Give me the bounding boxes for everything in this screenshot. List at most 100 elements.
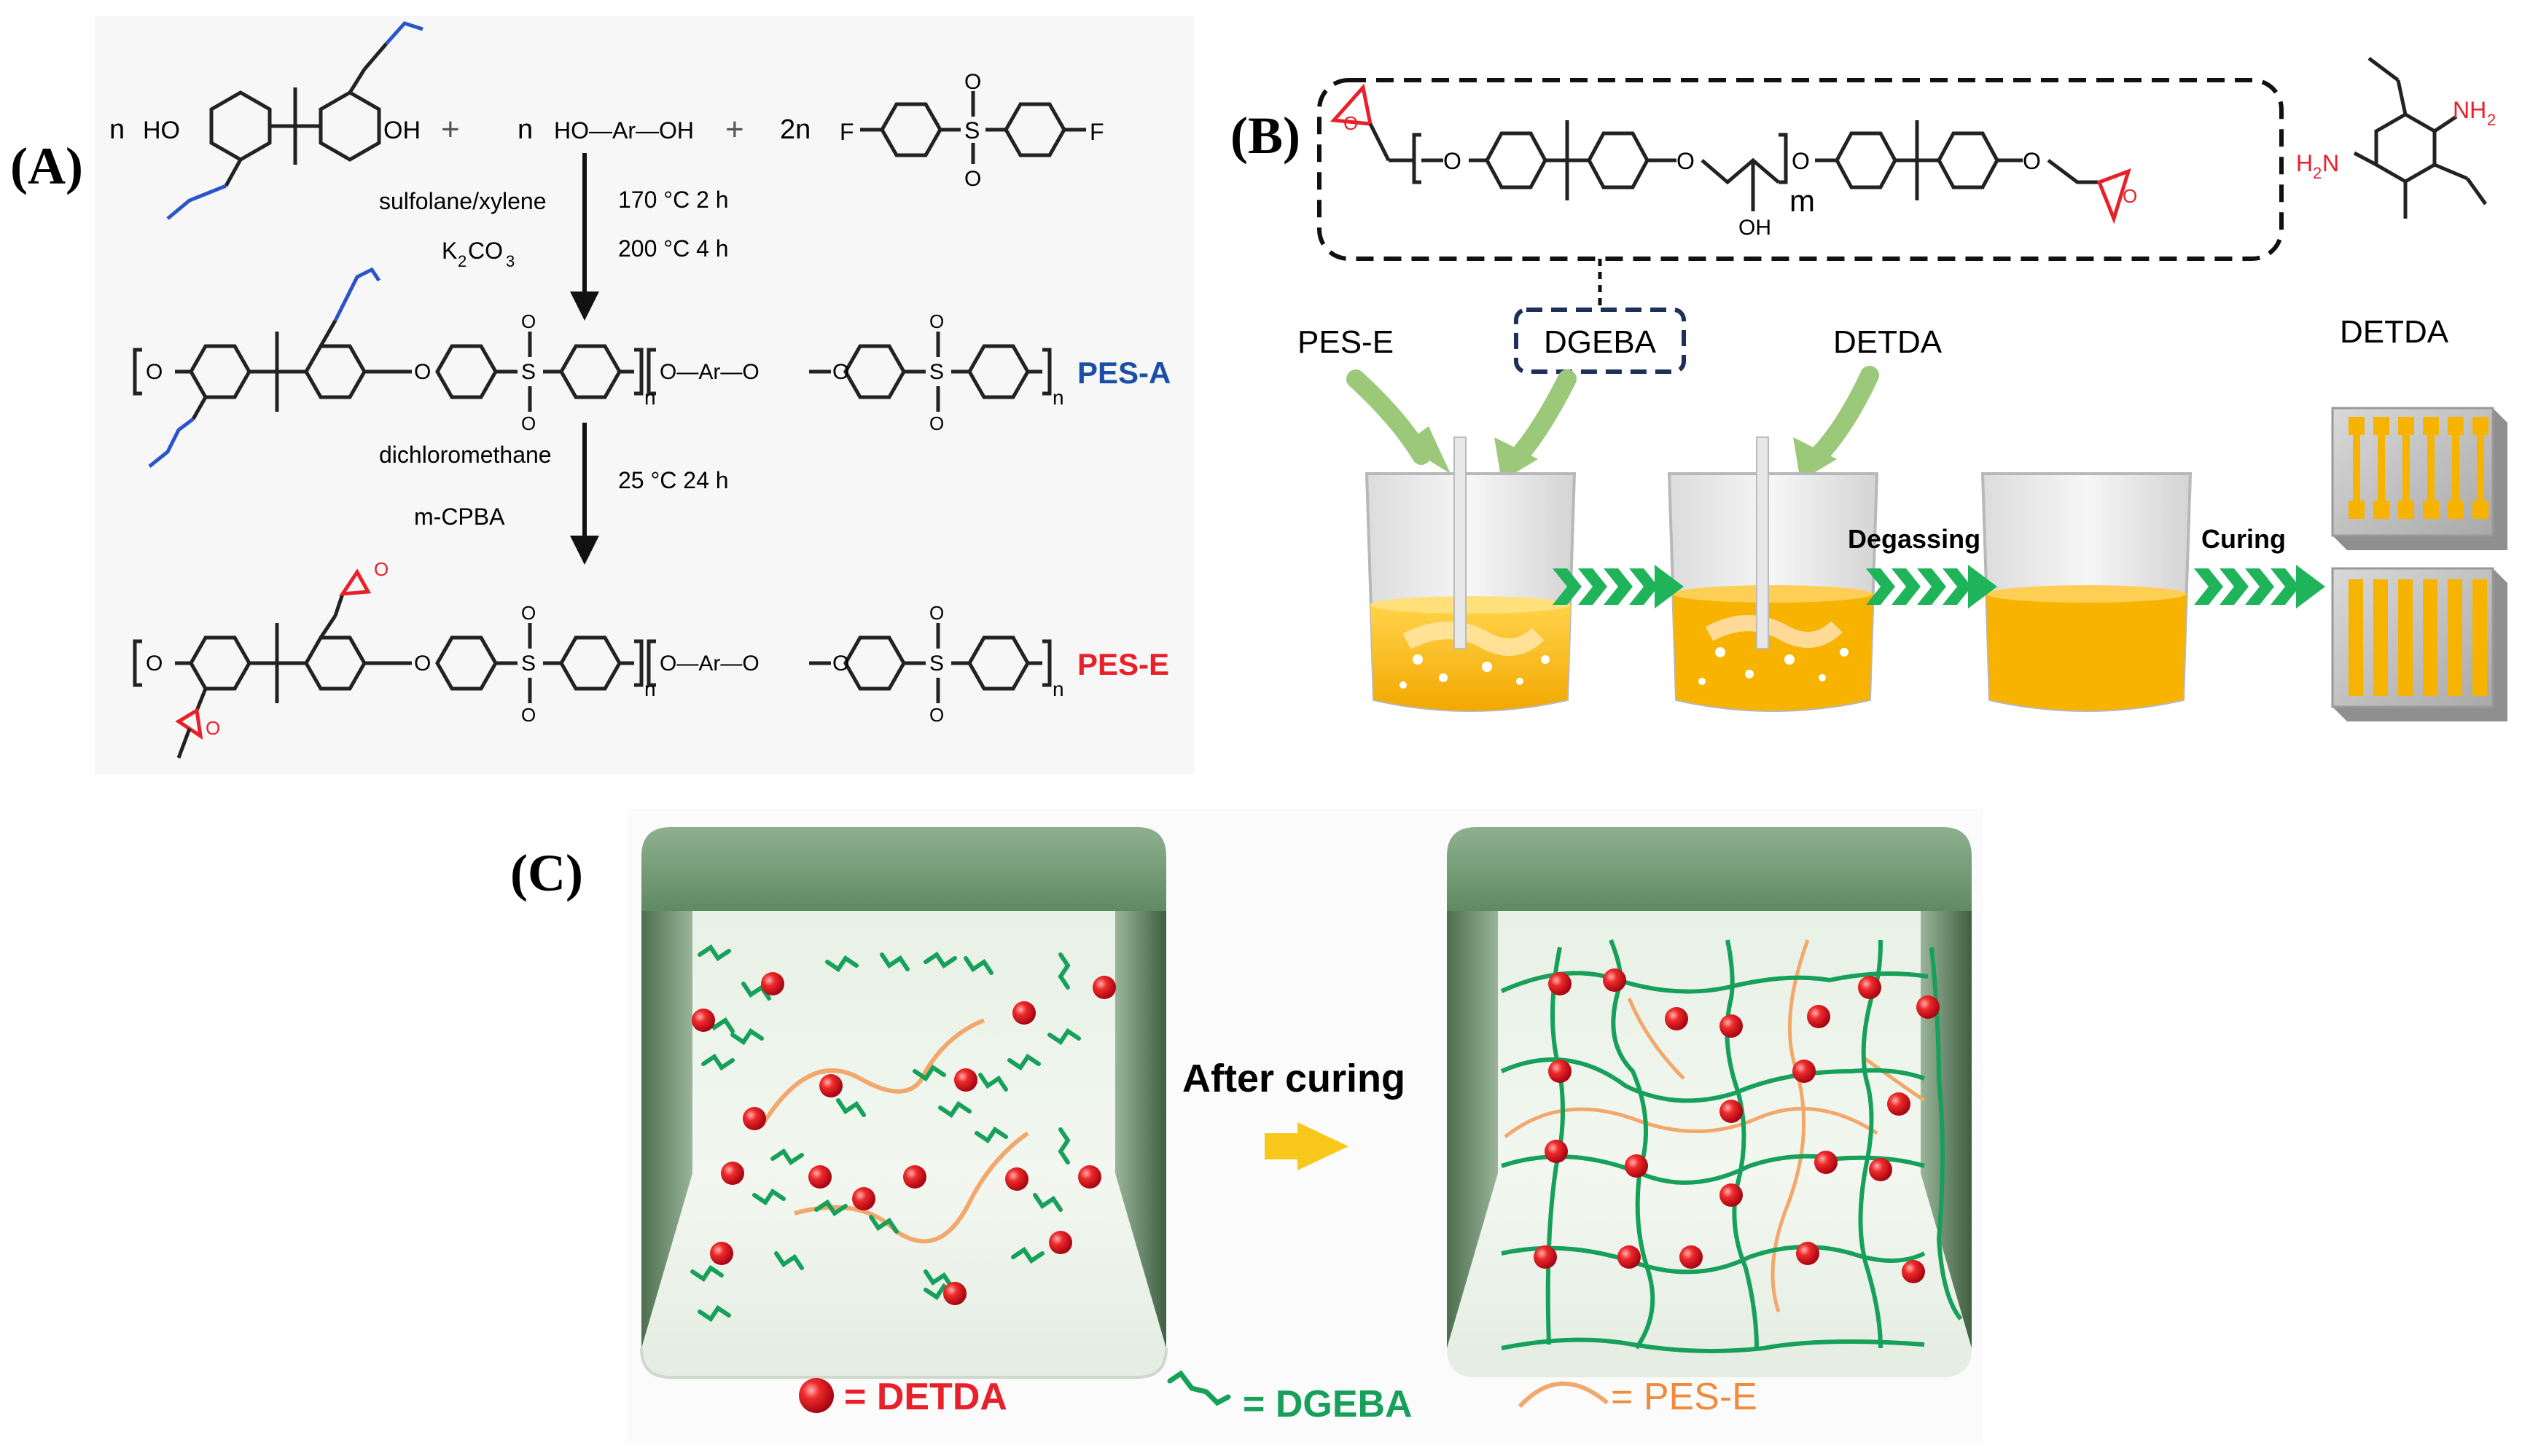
step2-solvent: dichloromethane — [379, 442, 552, 468]
dgeba-structure-box — [1317, 78, 2284, 261]
detda-pointer-arrow — [1805, 366, 1879, 469]
bisphenol-monomer — [166, 21, 423, 220]
pes-a-label: PES-A — [1077, 356, 1171, 390]
legend-item-dgeba: = DGEBA — [1167, 1370, 1413, 1425]
panel-a-label: (A) — [10, 137, 83, 195]
step1-base: K 2 CO 3 — [442, 238, 515, 270]
svg-text:S: S — [521, 360, 536, 384]
plus-sign-2: + — [725, 111, 744, 147]
svg-text:O: O — [146, 360, 163, 384]
step2-condition: 25 °C 24 h — [618, 467, 729, 493]
pes-e-atoms: O O S O O n O—Ar—O S O O n O O O — [146, 558, 1064, 739]
pes-e-pointer-head — [1403, 426, 1451, 474]
svg-text:K: K — [442, 238, 457, 264]
detda-structure — [2353, 57, 2488, 219]
svg-text:O: O — [414, 360, 431, 384]
step1-solvent: sulfolane/xylene — [379, 188, 546, 214]
panel-b-label: (B) — [1230, 106, 1300, 165]
legend-green-zigzag-icon — [1167, 1370, 1231, 1406]
pes-e-structure — [133, 568, 1052, 759]
pes-e-chains-before — [760, 1018, 1029, 1244]
svg-text:O: O — [1792, 148, 1810, 174]
degassing-label: Degassing — [1848, 524, 1980, 554]
svg-text:O: O — [414, 651, 431, 676]
svg-text:= DGEBA: = DGEBA — [1243, 1383, 1413, 1425]
hydroxyl-right: OH — [383, 117, 421, 144]
detda-crosslinks-after — [1534, 968, 1940, 1283]
svg-text:O—Ar—O: O—Ar—O — [660, 360, 760, 384]
dgeba-atoms: O O O O OH m O O — [1343, 112, 2137, 240]
detda-pointer-head — [1793, 437, 1837, 481]
sulfonyl-oxygen-bottom: O — [964, 167, 981, 191]
reactant-n-coefficient: n — [109, 114, 125, 145]
svg-text:S: S — [929, 651, 944, 676]
reactant-n-coefficient-2: n — [518, 114, 533, 145]
reactant-2n-coefficient: 2n — [780, 114, 811, 145]
svg-text:O: O — [374, 558, 389, 580]
dgeba-label-box — [1514, 308, 1686, 374]
panel-c: (C) — [510, 809, 1983, 1443]
svg-text:N: N — [2322, 150, 2339, 176]
mold-dogbone — [2331, 407, 2507, 550]
svg-text:n: n — [644, 386, 656, 409]
chevron-arrow-1 — [1553, 565, 1684, 608]
svg-text:S: S — [929, 360, 944, 384]
svg-text:O: O — [929, 602, 944, 624]
pes-e-addition-label: PES-E — [1297, 324, 1394, 360]
panel-a: (A) n HO OH + n HO—Ar—OH + 2n — [10, 16, 1194, 774]
pes-a-atoms: O O S O O n O—Ar—O S O O n O — [146, 310, 1064, 434]
svg-text:O: O — [521, 704, 536, 726]
svg-text:O: O — [1443, 148, 1461, 174]
svg-text:OH: OH — [1738, 216, 1771, 240]
chevron-arrow-2 — [1866, 565, 1997, 608]
box-before-curing — [640, 827, 1168, 1379]
sulfonyl-oxygen-top: O — [964, 70, 981, 94]
svg-text:CO: CO — [468, 238, 503, 264]
after-curing-arrow — [1265, 1122, 1348, 1170]
svg-text:O: O — [521, 310, 536, 332]
beaker-2 — [1667, 437, 1879, 712]
pes-a-structure — [133, 267, 1052, 468]
reaction-arrow-2-head — [570, 536, 599, 565]
dgeba-label: DGEBA — [1544, 324, 1657, 360]
chevron-arrow-3 — [2194, 565, 2325, 608]
hydroxyl-left: HO — [143, 117, 180, 144]
dgeba-structure — [1330, 83, 2131, 224]
svg-text:m: m — [1789, 184, 1815, 218]
panel-c-label: (C) — [510, 844, 583, 902]
svg-text:2: 2 — [458, 252, 466, 270]
legend: = DETDA = DGEBA = PES-E — [799, 1370, 1757, 1425]
svg-text:O: O — [929, 412, 944, 434]
step2-oxidant: m-CPBA — [414, 504, 505, 530]
beaker-1-bubbles — [1399, 654, 1550, 689]
difluoro-sulfone-monomer — [860, 91, 1086, 164]
svg-text:O: O — [832, 360, 849, 384]
legend-item-pes-e: = PES-E — [1518, 1376, 1757, 1418]
pes-e-label: PES-E — [1077, 647, 1169, 681]
after-curing-label: After curing — [1182, 1057, 1405, 1100]
svg-text:O: O — [929, 310, 944, 332]
svg-text:O: O — [1343, 112, 1358, 134]
svg-text:H: H — [2296, 150, 2313, 176]
svg-text:= PES-E: = PES-E — [1611, 1376, 1757, 1418]
dgeba-network-after — [1500, 939, 1963, 1353]
detda-amines: NH 2 H 2 N — [2296, 97, 2496, 182]
reaction-arrow-1-head — [570, 291, 599, 321]
plus-sign-1: + — [441, 111, 460, 147]
svg-text:O—Ar—O: O—Ar—O — [660, 651, 760, 676]
legend-item-detda: = DETDA — [799, 1376, 1007, 1418]
svg-text:NH: NH — [2453, 97, 2486, 123]
svg-text:O: O — [521, 602, 536, 624]
svg-text:n: n — [644, 678, 656, 700]
svg-text:S: S — [521, 651, 536, 676]
detda-addition-label: DETDA — [1833, 324, 1943, 360]
step1-condition-1: 170 °C 2 h — [618, 187, 729, 213]
beaker-1 — [1365, 437, 1577, 712]
svg-text:n: n — [1053, 386, 1064, 409]
panel-b: (B) O O — [1230, 57, 2507, 721]
sulfur-atom: S — [964, 117, 980, 144]
mold-bars — [2331, 567, 2507, 721]
svg-text:O: O — [2123, 185, 2137, 207]
